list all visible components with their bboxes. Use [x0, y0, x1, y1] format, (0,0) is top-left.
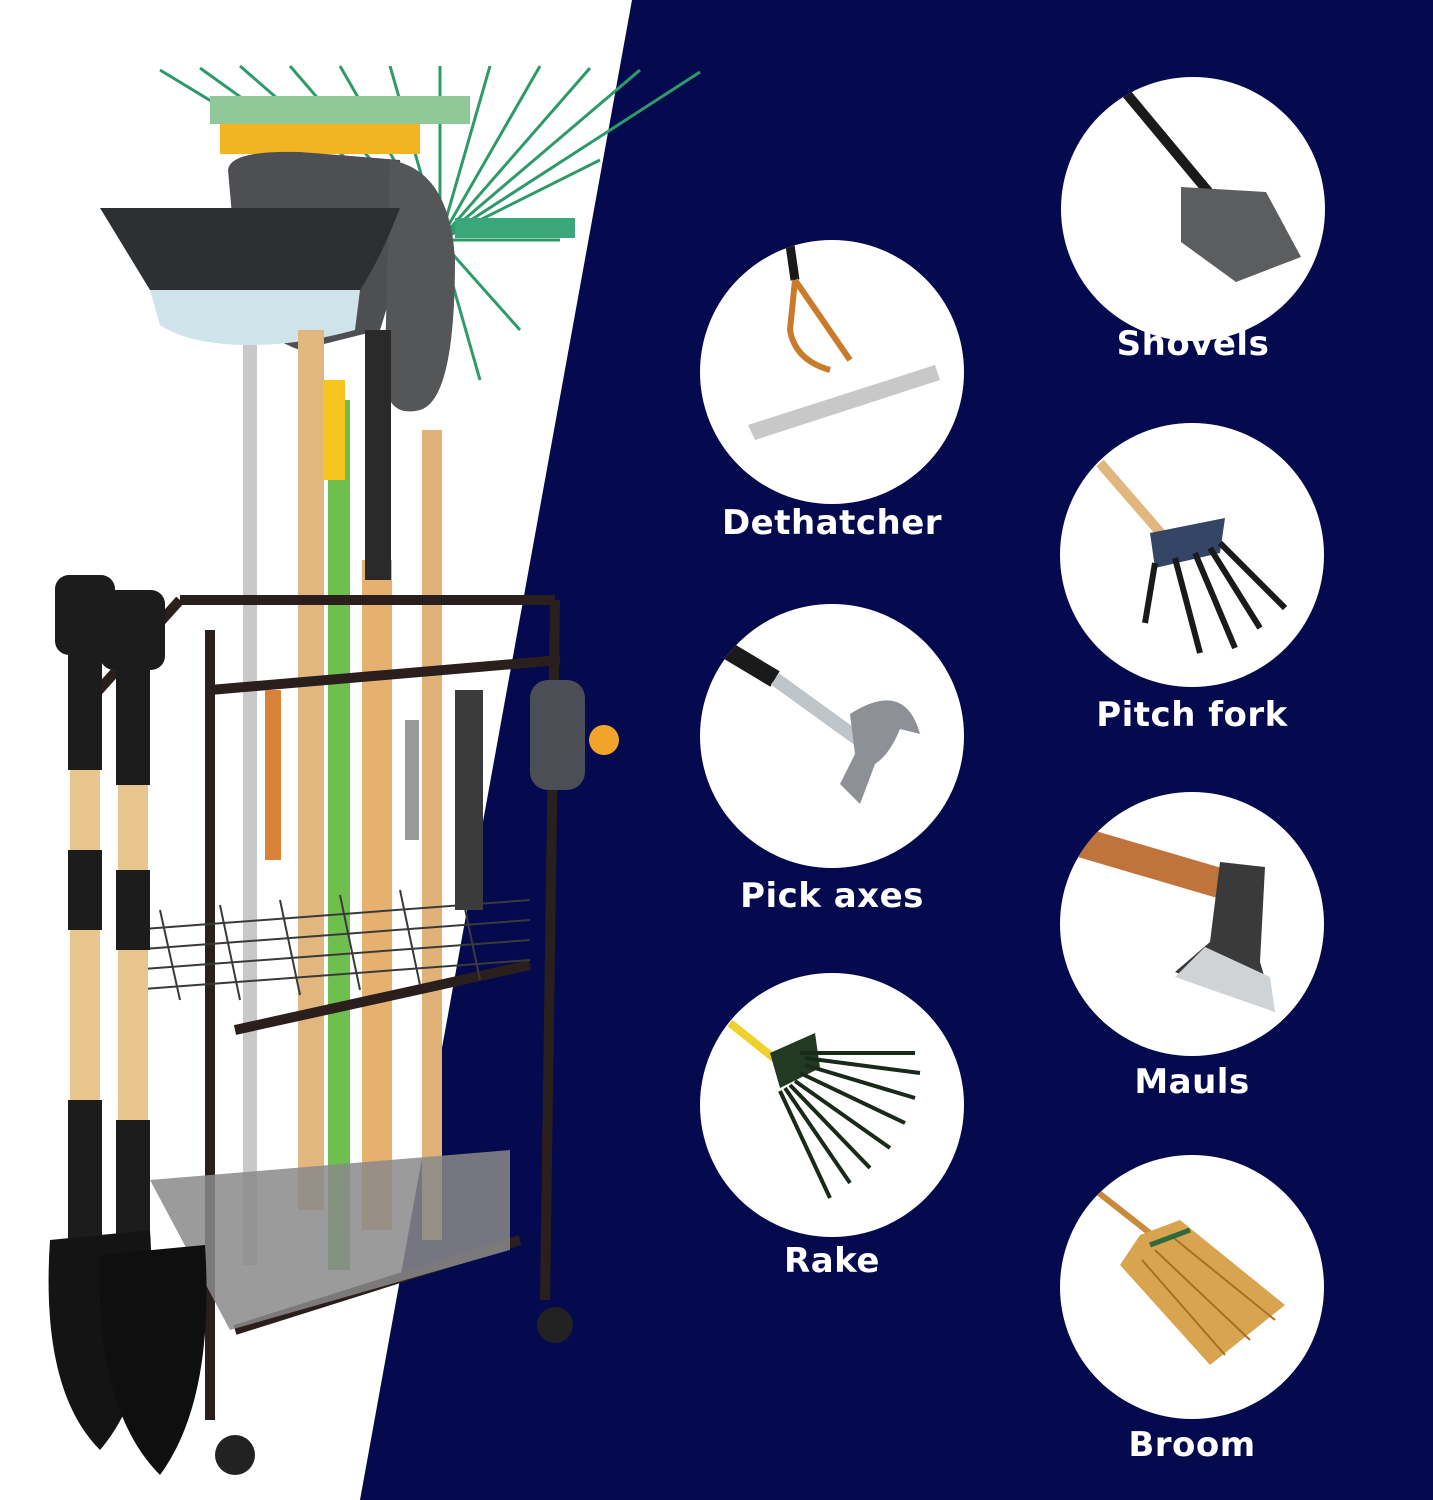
tool-card-mauls	[1060, 792, 1324, 1056]
wrench-illustration	[455, 690, 483, 910]
tool-label-rake: Rake	[784, 1241, 880, 1281]
broom-icon	[1093, 1187, 1285, 1365]
tool-card-dethatcher	[700, 240, 964, 504]
spade-pair-illustration	[48, 575, 207, 1475]
tool-label-pitch-fork: Pitch fork	[1096, 695, 1288, 735]
tool-card-broom	[1060, 1155, 1324, 1419]
tool-label-pick-axes: Pick axes	[740, 876, 924, 916]
tool-label-dethatcher: Dethatcher	[721, 503, 943, 543]
tool-rack-product-image	[48, 64, 701, 1475]
rake-icon	[727, 1019, 921, 1199]
tool-label-mauls: Mauls	[1134, 1062, 1250, 1102]
dethatcher-icon	[748, 244, 940, 440]
scissors-illustration	[405, 720, 419, 840]
tool-card-pick-axes	[700, 604, 964, 868]
tool-card-shovels	[1061, 77, 1325, 341]
tool-card-rake	[700, 973, 964, 1237]
shovel-icon	[1117, 83, 1301, 282]
tape-measure-illustration	[530, 680, 585, 790]
pliers-illustration	[265, 690, 281, 860]
broom-head-illustration	[100, 208, 400, 290]
axe-icon	[1075, 827, 1275, 1012]
tool-label-broom: Broom	[1128, 1425, 1256, 1465]
tool-card-pitch-fork	[1060, 423, 1324, 687]
squeegee-illustration	[210, 96, 470, 124]
tool-label-shovels: Shovels	[1116, 324, 1270, 364]
pitchfork-icon	[1096, 459, 1288, 654]
hammer-icon	[720, 641, 920, 804]
caster-wheel-illustration	[215, 1435, 255, 1475]
